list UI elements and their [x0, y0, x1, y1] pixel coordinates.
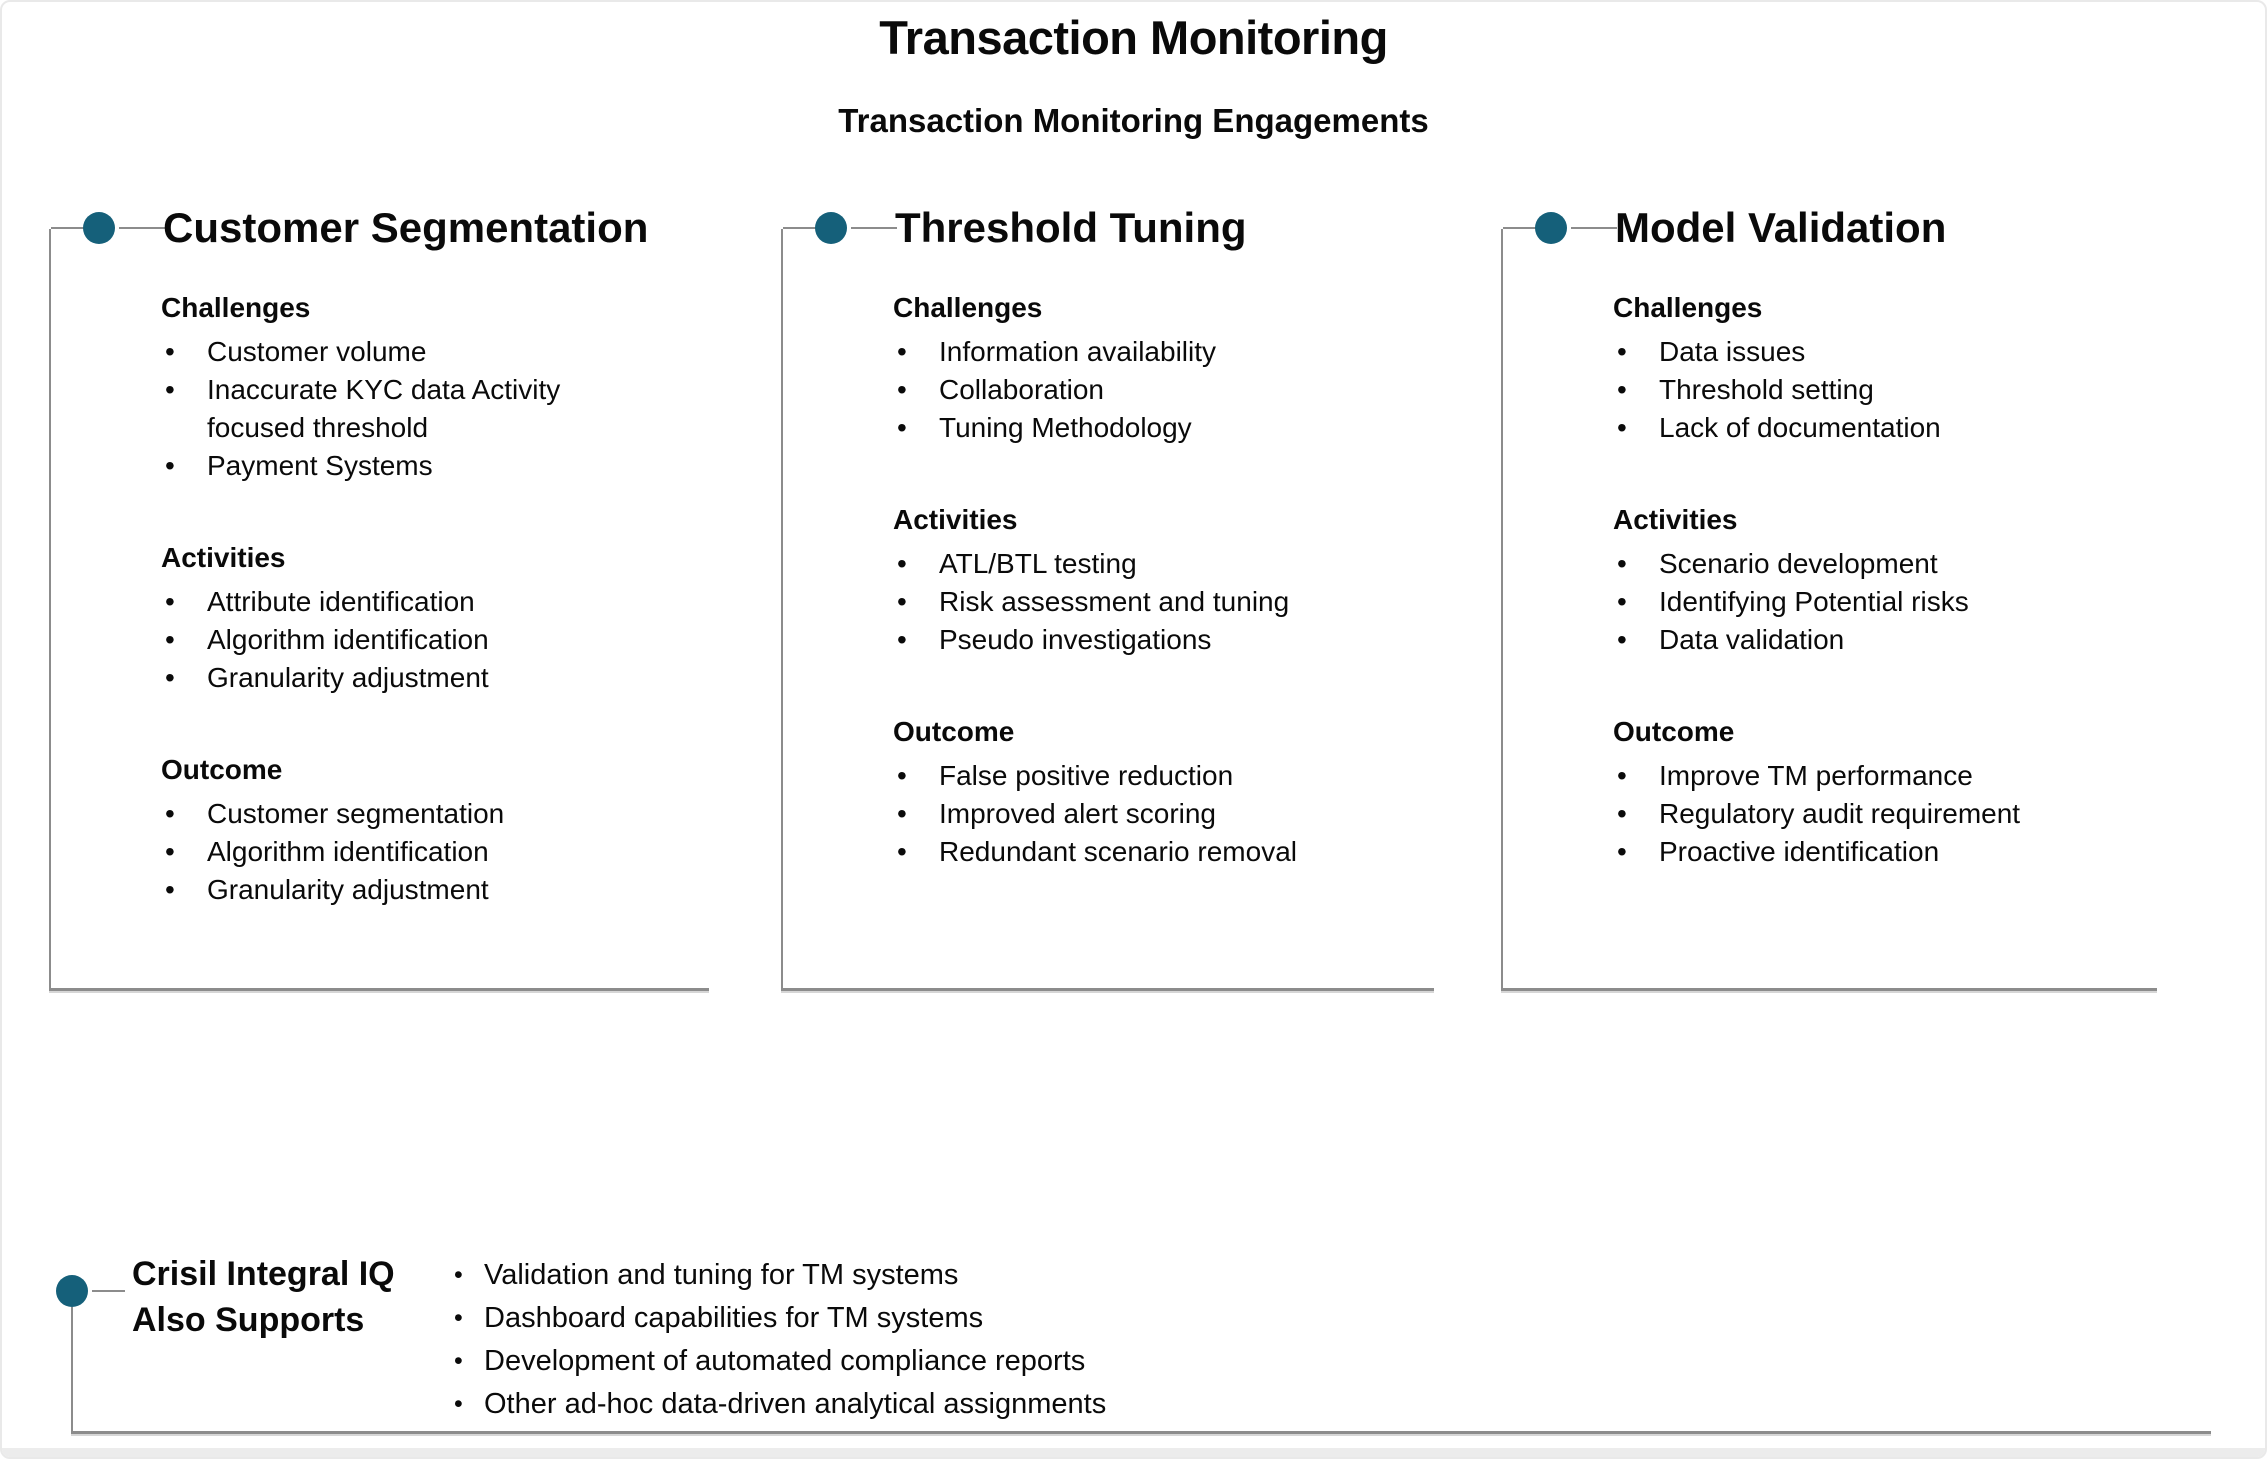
section-list: Information availabilityCollaborationTun… — [893, 333, 1375, 447]
section-heading-activities: Activities — [1613, 504, 1738, 535]
section-list: Data issuesThreshold settingLack of docu… — [1613, 333, 2095, 447]
section-heading-activities: Activities — [893, 504, 1018, 535]
column-content: ChallengesData issuesThreshold settingLa… — [1613, 291, 2095, 871]
section-heading-outcome: Outcome — [161, 754, 283, 785]
column-content: ChallengesInformation availabilityCollab… — [893, 291, 1375, 871]
section-list: False positive reductionImproved alert s… — [893, 757, 1375, 871]
column-title: Threshold Tuning — [895, 204, 1247, 251]
section-list: Customer segmentationAlgorithm identific… — [161, 795, 643, 909]
bullet-item: Identifying Potential risks — [1613, 583, 2095, 621]
bullet-item: Inaccurate KYC data Activity focused thr… — [161, 371, 643, 447]
page-subtitle: Transaction Monitoring Engagements — [838, 102, 1429, 139]
connector-line — [1571, 227, 1617, 229]
bullet-item: Algorithm identification — [161, 621, 643, 659]
column-customer-segmentation: Customer Segmentation ChallengesCustomer… — [49, 204, 709, 991]
bullet-item: ATL/BTL testing — [893, 545, 1375, 583]
bullet-item: Customer segmentation — [161, 795, 643, 833]
connector-line — [783, 227, 816, 229]
bullet-item: Threshold setting — [1613, 371, 2095, 409]
section-heading-challenges: Challenges — [893, 292, 1043, 323]
column-title: Model Validation — [1615, 204, 1947, 251]
connector-line — [851, 227, 897, 229]
bottom-frame-line — [71, 1307, 2211, 1434]
bullet-item: Payment Systems — [161, 447, 643, 485]
bullet-item: Regulatory audit requirement — [1613, 795, 2095, 833]
connector-line — [1503, 227, 1536, 229]
bullet-item: Data issues — [1613, 333, 2095, 371]
bullet-item: Development of automated compliance repo… — [454, 1340, 1106, 1383]
bottom-title: Crisil Integral IQ Also Supports — [132, 1251, 395, 1343]
connector-dot — [815, 212, 847, 244]
column-frame: Threshold Tuning ChallengesInformation a… — [781, 204, 1434, 991]
bottom-edge-strip — [2, 1448, 2265, 1457]
bullet-item: Risk assessment and tuning — [893, 583, 1375, 621]
connector-dot — [83, 212, 115, 244]
connector-line — [92, 1290, 125, 1292]
bullet-item: Tuning Methodology — [893, 409, 1375, 447]
bullet-item: Proactive identification — [1613, 833, 2095, 871]
column-frame: Model Validation ChallengesData issuesTh… — [1501, 204, 2157, 991]
column-frame: Customer Segmentation ChallengesCustomer… — [49, 204, 709, 991]
bullet-item: Data validation — [1613, 621, 2095, 659]
bottom-support-list: Validation and tuning for TM systemsDash… — [454, 1254, 1106, 1426]
bottom-title-line1: Crisil Integral IQ — [132, 1255, 395, 1293]
connector-dot — [56, 1275, 88, 1307]
section-list: ATL/BTL testingRisk assessment and tunin… — [893, 545, 1375, 659]
bullet-item: Collaboration — [893, 371, 1375, 409]
section-list: Attribute identificationAlgorithm identi… — [161, 583, 643, 697]
section-heading-challenges: Challenges — [1613, 292, 1763, 323]
bullet-item: Improve TM performance — [1613, 757, 2095, 795]
column-threshold-tuning: Threshold Tuning ChallengesInformation a… — [781, 204, 1434, 991]
section-list: Customer volumeInaccurate KYC data Activ… — [161, 333, 643, 485]
connector-line — [119, 227, 165, 229]
bullet-item: Customer volume — [161, 333, 643, 371]
bullet-item: Pseudo investigations — [893, 621, 1375, 659]
section-list: Scenario developmentIdentifying Potentia… — [1613, 545, 2095, 659]
bullet-item: Scenario development — [1613, 545, 2095, 583]
section-heading-outcome: Outcome — [1613, 716, 1735, 747]
bullet-item: Granularity adjustment — [161, 871, 643, 909]
bullet-item: Dashboard capabilities for TM systems — [454, 1297, 1106, 1340]
bullet-item: Attribute identification — [161, 583, 643, 621]
section-list: Improve TM performanceRegulatory audit r… — [1613, 757, 2095, 871]
bullet-item: False positive reduction — [893, 757, 1375, 795]
column-model-validation: Model Validation ChallengesData issuesTh… — [1501, 204, 2157, 991]
section-heading-outcome: Outcome — [893, 716, 1015, 747]
page-title: Transaction Monitoring — [879, 11, 1388, 64]
bullet-item: Lack of documentation — [1613, 409, 2095, 447]
bullet-item: Algorithm identification — [161, 833, 643, 871]
column-title: Customer Segmentation — [163, 204, 649, 251]
bottom-title-line2: Also Supports — [132, 1301, 365, 1339]
column-content: ChallengesCustomer volumeInaccurate KYC … — [161, 291, 643, 909]
bullet-item: Redundant scenario removal — [893, 833, 1375, 871]
bullet-item: Validation and tuning for TM systems — [454, 1254, 1106, 1297]
bullet-item: Improved alert scoring — [893, 795, 1375, 833]
section-heading-activities: Activities — [161, 542, 286, 573]
bullet-item: Information availability — [893, 333, 1375, 371]
bullet-item: Other ad-hoc data-driven analytical assi… — [454, 1383, 1106, 1426]
connector-line — [51, 227, 84, 229]
section-heading-challenges: Challenges — [161, 292, 311, 323]
connector-dot — [1535, 212, 1567, 244]
bullet-item: Granularity adjustment — [161, 659, 643, 697]
